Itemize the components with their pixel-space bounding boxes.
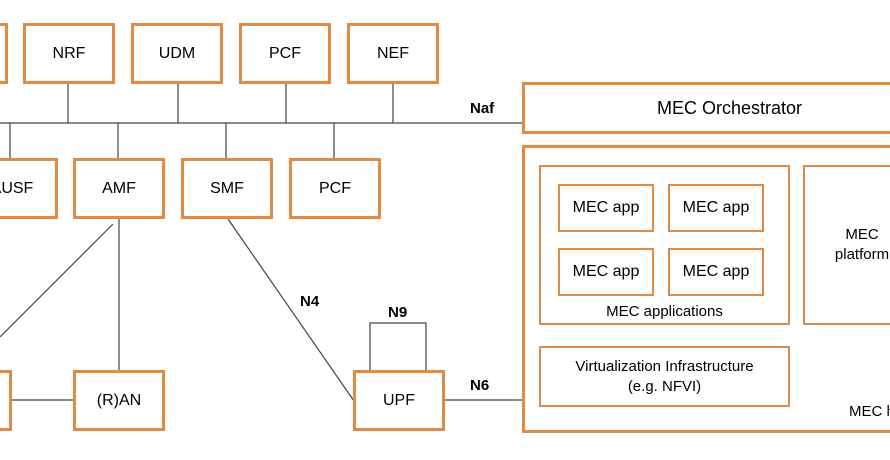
naf-label: Naf [470, 100, 495, 117]
ran-box: (R)AN [73, 370, 165, 431]
nef-box: NEF [347, 23, 439, 84]
ran-label: (R)AN [96, 391, 142, 409]
mec-app-3-label: MEC app [572, 263, 640, 280]
upf-label: UPF [383, 391, 415, 409]
mec-app-1-label: MEC app [572, 199, 640, 216]
virtualization-line-2: (e.g. NFVI) [627, 377, 702, 395]
nef-label: NEF [377, 44, 409, 62]
virtualization-line-1: Virtualization Infrastructure [575, 357, 754, 375]
nrf-box: NRF [23, 23, 115, 84]
n6-label: N6 [470, 377, 490, 394]
mec-app-2-label: MEC app [682, 199, 750, 216]
mec-applications-label: MEC applications [606, 303, 723, 320]
mec-orchestrator-box: MEC Orchestrator [522, 82, 890, 134]
udm-label: UDM [158, 44, 196, 62]
mec-platform-label: MEC platform [834, 226, 890, 263]
smf-box: SMF [181, 158, 273, 219]
mec-app-4-label: MEC app [682, 263, 750, 280]
pcf-bottom-box: PCF [289, 158, 381, 219]
smf-upf-line [227, 218, 355, 402]
ausf-label: AUSF [0, 179, 34, 197]
n9-loop [369, 322, 427, 370]
amf-label: AMF [102, 179, 136, 197]
amf-box: AMF [73, 158, 165, 219]
n9-label: N9 [388, 304, 408, 321]
pcf-bottom-label: PCF [319, 179, 351, 197]
mec-app-2: MEC app [668, 184, 764, 232]
ausf-box: AUSF [0, 158, 58, 219]
amf-ue-line [0, 223, 114, 338]
virtualization-infrastructure-box: Virtualization Infrastructure (e.g. NFVI… [539, 346, 790, 407]
nrf-label: NRF [52, 44, 86, 62]
smf-label: SMF [210, 179, 244, 197]
mec-app-1: MEC app [558, 184, 654, 232]
mec-host-label: MEC host [849, 403, 890, 420]
pcf-top-box: PCF [239, 23, 331, 84]
mec-app-4: MEC app [668, 248, 764, 296]
udm-box: UDM [131, 23, 223, 84]
pcf-top-label: PCF [269, 44, 301, 62]
ue-box-partial [0, 370, 12, 431]
mec-app-3: MEC app [558, 248, 654, 296]
mec-orchestrator-label: MEC Orchestrator [657, 97, 803, 118]
partial-box-left [0, 23, 8, 84]
upf-box: UPF [353, 370, 445, 431]
mec-platform-box: MEC platform [803, 165, 890, 325]
n4-label: N4 [300, 293, 320, 310]
